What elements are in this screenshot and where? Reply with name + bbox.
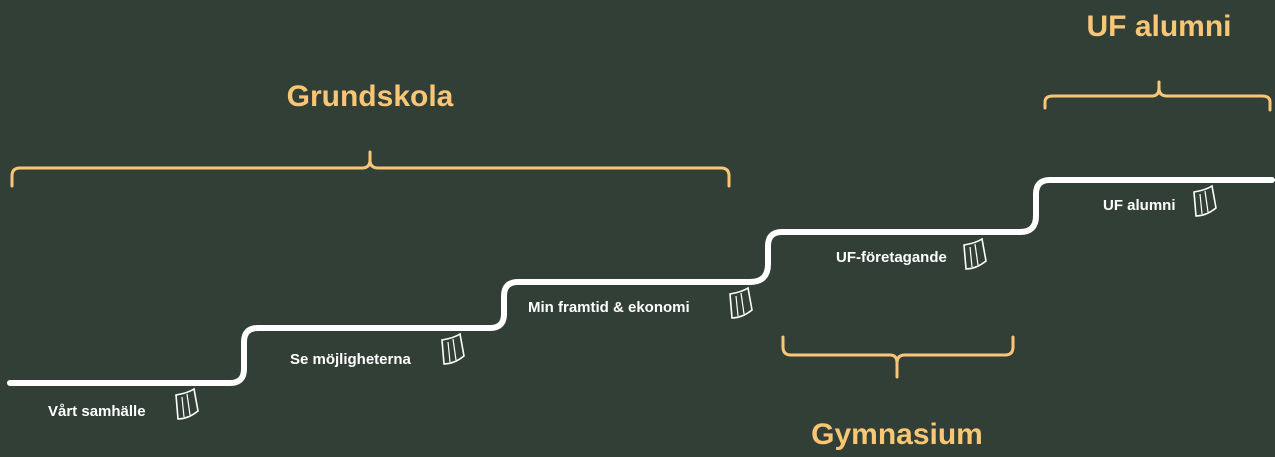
group-label-gymnasium: Gymnasium [811,418,983,451]
step-label-vart-samhalle: Vårt samhälle [48,403,146,420]
paper-page-icon [1193,184,1217,217]
step-label-min-framtid: Min framtid & ekonomi [528,299,690,316]
paper-page-icon [729,286,753,319]
paper-page-icon [963,237,987,270]
step-label-uf-alumni: UF alumni [1103,197,1176,214]
group-label-grundskola: Grundskola [286,80,454,113]
group-label-uf-alumni: UF alumni [1086,10,1232,43]
step-label-se-mojligheterna: Se möjligheterna [290,351,411,368]
staircase-line [7,177,1275,386]
bracket-grundskola [10,150,731,188]
paper-page-icon [175,387,199,420]
step-label-uf-foretagande: UF-företagande [836,249,947,266]
bracket-gymnasium [781,335,1015,379]
bracket-uf-alumni [1043,80,1272,112]
paper-page-icon [441,332,465,365]
